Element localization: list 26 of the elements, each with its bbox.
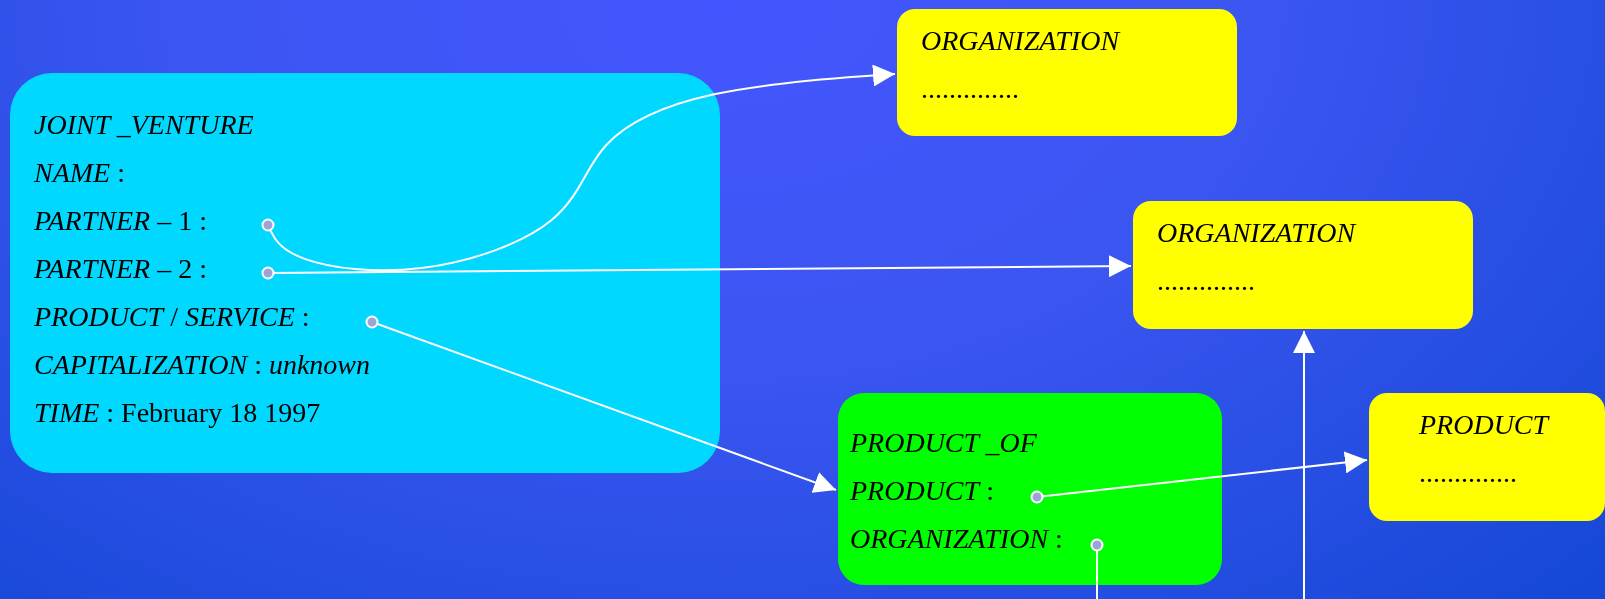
slot-text: .............. bbox=[921, 73, 1019, 105]
slot-text: PARTNER – 1 : bbox=[34, 205, 207, 237]
frame-title: JOINT _VENTURE bbox=[34, 109, 254, 141]
frame-box bbox=[1133, 201, 1473, 329]
frame-box bbox=[1369, 393, 1605, 521]
frame-title: PRODUCT bbox=[1419, 409, 1549, 441]
slot-text: PRODUCT : bbox=[850, 475, 994, 507]
connector-arrow bbox=[261, 64, 896, 272]
frame-title: ORGANIZATION bbox=[1157, 217, 1356, 249]
connector-arrow bbox=[1293, 330, 1315, 599]
connector-arrow bbox=[261, 255, 1132, 280]
frame-title: ORGANIZATION bbox=[921, 25, 1120, 57]
slot-text: ORGANIZATION : bbox=[850, 523, 1063, 555]
connector-arrow bbox=[1030, 451, 1368, 504]
frame-box bbox=[10, 73, 720, 473]
frame-box bbox=[838, 393, 1222, 585]
slot-text: NAME : bbox=[34, 157, 125, 189]
frame-title: PRODUCT _OF bbox=[850, 427, 1037, 459]
frame-box bbox=[897, 9, 1237, 136]
slot-text: .............. bbox=[1157, 265, 1255, 297]
slot-text: .............. bbox=[1419, 457, 1517, 489]
slot-text: PRODUCT / SERVICE : bbox=[34, 301, 310, 333]
connector-arrow bbox=[365, 315, 837, 493]
slot-text: CAPITALIZATION : unknown bbox=[34, 349, 371, 381]
slot-text: PARTNER – 2 : bbox=[34, 253, 207, 285]
slot-text: TIME : February 18 1997 bbox=[34, 397, 321, 429]
